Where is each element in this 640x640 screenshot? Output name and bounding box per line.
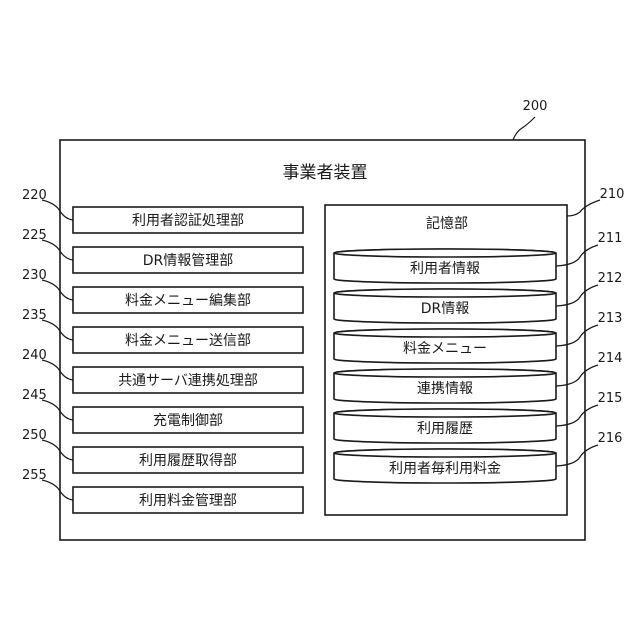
unit-255: 利用料金管理部255 [22, 468, 303, 513]
cylinder-top [334, 329, 556, 337]
unit-230: 料金メニュー編集部230 [22, 268, 303, 313]
unit-label: 充電制御部 [153, 413, 223, 429]
storage-item-ref: 215 [598, 391, 623, 406]
unit-label: DR情報管理部 [143, 253, 234, 269]
unit-ref-leader [42, 480, 73, 500]
cylinder-top [334, 289, 556, 297]
storage-item-label: 連携情報 [417, 381, 473, 397]
storage-title: 記憶部 [426, 215, 468, 232]
unit-ref-leader [42, 400, 73, 420]
device-ref: 200 [523, 99, 548, 114]
storage-item-label: DR情報 [421, 301, 470, 317]
cylinder-top [334, 249, 556, 257]
unit-ref-leader [42, 240, 73, 260]
storage-item-ref-leader [556, 245, 598, 266]
storage-ref: 210 [600, 187, 625, 202]
unit-label: 共通サーバ連携処理部 [118, 373, 258, 389]
storage-item-ref-leader [556, 405, 598, 426]
unit-250: 利用履歴取得部250 [22, 428, 303, 473]
unit-label: 利用料金管理部 [139, 493, 237, 509]
storage-item-label: 利用者毎利用料金 [389, 461, 501, 477]
storage-item-label: 利用履歴 [417, 421, 473, 437]
storage-item-ref: 213 [598, 311, 623, 326]
storage-item-ref: 216 [598, 431, 623, 446]
unit-label: 利用履歴取得部 [139, 452, 237, 469]
cylinder-top [334, 449, 556, 457]
storage-item-ref-leader [556, 325, 598, 346]
storage-item-211: 利用者情報 211 [334, 231, 622, 283]
unit-ref-leader [42, 320, 73, 340]
storage-item-ref-leader [556, 285, 598, 306]
cylinder-top [334, 409, 556, 417]
storage-ref-leader [567, 200, 600, 216]
unit-225: DR情報管理部225 [22, 228, 303, 273]
unit-245: 充電制御部245 [22, 388, 303, 433]
cylinder-top [334, 369, 556, 377]
storage-item-label: 利用者情報 [410, 261, 480, 277]
storage-item-ref: 211 [598, 231, 623, 246]
unit-ref-leader [42, 200, 73, 220]
unit-label: 料金メニュー編集部 [125, 292, 251, 309]
unit-ref-leader [42, 280, 73, 300]
storage-item-ref: 214 [598, 351, 623, 366]
storage-item-ref-leader [556, 445, 598, 466]
storage-item-label: 料金メニュー [403, 341, 487, 357]
device-title: 事業者装置 [283, 163, 368, 183]
device-ref-leader [513, 117, 535, 140]
unit-ref-leader [42, 360, 73, 380]
unit-235: 料金メニュー送信部235 [22, 308, 303, 353]
unit-ref-leader [42, 440, 73, 460]
storage-item-ref-leader [556, 365, 598, 386]
unit-220: 利用者認証処理部220 [22, 188, 303, 233]
storage-item-ref: 212 [598, 271, 623, 286]
unit-label: 料金メニュー送信部 [125, 333, 251, 349]
unit-label: 利用者認証処理部 [132, 213, 244, 229]
unit-240: 共通サーバ連携処理部240 [22, 348, 303, 393]
